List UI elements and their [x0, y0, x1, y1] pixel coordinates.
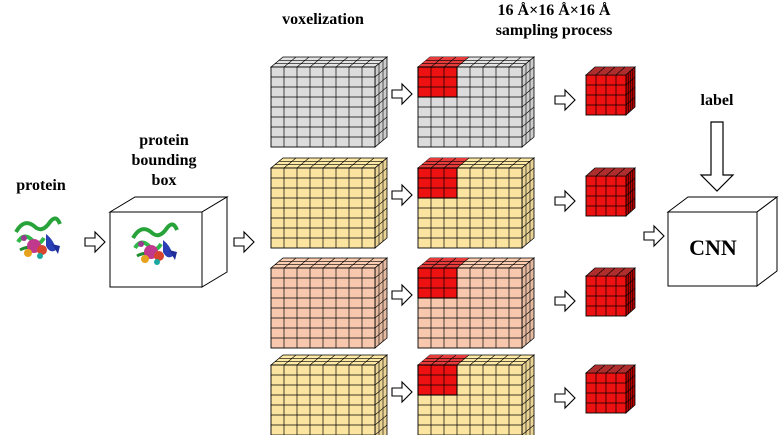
voxelization-label: voxelization: [282, 11, 364, 28]
label-down-arrow-icon: [699, 121, 735, 192]
voxel-pipeline: [84, 56, 665, 435]
sample-cube-3: [584, 267, 637, 317]
voxel-to-sample-arrow-1-icon: [391, 82, 413, 106]
sampling-grid-3: [416, 257, 536, 349]
bbox-label-line3: box: [152, 172, 177, 189]
samples-to-cnn-arrow-icon: [643, 224, 665, 248]
sample-to-cube-arrow-4-icon: [554, 386, 576, 410]
sampling-grid-2: [416, 157, 536, 249]
voxel-grid-3: [269, 257, 389, 349]
cnn-box: [666, 196, 779, 287]
sampling-grid-1: [416, 56, 536, 148]
voxel-grid-4: [269, 354, 389, 435]
voxel-grid-2: [269, 157, 389, 249]
cnn-label: CNN: [689, 235, 737, 260]
protein-icon: [11, 216, 65, 263]
sample-to-cube-arrow-2-icon: [554, 189, 576, 213]
sample-cube-2: [584, 167, 637, 217]
label-label: label: [701, 92, 734, 109]
box-to-voxel-arrow-icon: [233, 230, 255, 254]
sampling-grid-4: [416, 354, 536, 435]
sample-cube-4: [584, 364, 637, 414]
sample-to-cube-arrow-1-icon: [554, 88, 576, 112]
sampling-label-line2: sampling process: [496, 22, 613, 39]
sampling-label-line1: 16 Å×16 Å×16 Å: [498, 1, 611, 19]
bounding-box: [108, 196, 229, 288]
voxel-to-sample-arrow-4-icon: [391, 380, 413, 404]
voxel-to-sample-arrow-2-icon: [391, 183, 413, 207]
protein-label: protein: [16, 177, 66, 194]
voxel-to-sample-arrow-3-icon: [391, 283, 413, 307]
bbox-label-line2: bounding: [132, 152, 197, 169]
bbox-label-line1: protein: [139, 132, 189, 149]
sample-cube-1: [584, 66, 637, 116]
voxel-grid-1: [269, 56, 389, 148]
sample-to-cube-arrow-3-icon: [554, 289, 576, 313]
protein-to-box-arrow-icon: [84, 230, 106, 254]
